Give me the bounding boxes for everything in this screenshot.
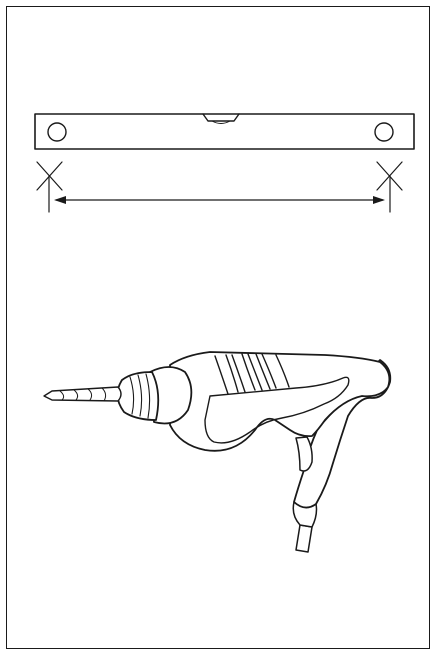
spirit-level-panel	[34, 113, 415, 213]
drill-bit-icon	[43, 386, 122, 402]
chuck-collar	[149, 366, 193, 425]
drill-body	[169, 351, 391, 452]
drill-mark-right-icon	[376, 161, 403, 213]
chuck-grip-lines	[129, 373, 151, 419]
spirit-level-body	[34, 113, 415, 150]
page-border	[6, 6, 430, 649]
bubble-vial-icon	[202, 113, 240, 122]
cord-strain-relief	[292, 501, 318, 528]
power-cord	[292, 501, 318, 553]
cord-segment	[295, 524, 313, 553]
arrowhead-right-icon	[373, 196, 385, 204]
ventilation-ribs-icon	[214, 353, 290, 395]
trigger-button	[295, 436, 313, 472]
mounting-hole-right	[374, 122, 394, 142]
mounting-hole-left	[47, 122, 67, 142]
power-drill-panel	[43, 351, 392, 553]
drill-mark-left-icon	[36, 161, 63, 213]
drill-chuck	[116, 371, 160, 421]
arrowhead-left-icon	[54, 196, 66, 204]
bubble-vial-arc	[211, 120, 231, 124]
spirit-level	[34, 113, 415, 150]
drill-side-panel	[204, 376, 350, 444]
distance-dimension-arrow	[54, 196, 385, 204]
